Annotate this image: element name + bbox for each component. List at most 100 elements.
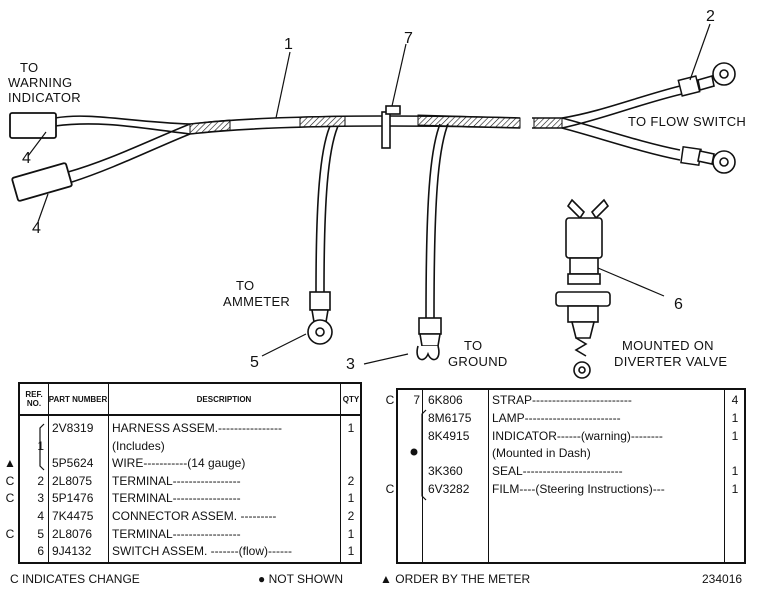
sheath-left <box>189 119 231 135</box>
label-diverter-2: DIVERTER VALVE <box>614 354 728 369</box>
row-desc: FILM----(Steering Instructions)--- <box>492 482 665 496</box>
callout-7: 7 <box>404 30 413 47</box>
table-row: C 5 2L8076 TERMINAL----------------- 1 <box>6 526 360 543</box>
row-desc: TERMINAL----------------- <box>112 491 241 506</box>
row-code: C <box>385 393 395 407</box>
label-warning-indicator-2: WARNING <box>8 75 73 90</box>
row-qty: 1 <box>347 544 355 559</box>
row-desc: LAMP------------------------ <box>492 410 621 425</box>
header-ref: REF. NO. <box>25 390 43 408</box>
callout-5: 5 <box>250 354 259 371</box>
label-warning-indicator-1: TO <box>20 60 39 75</box>
sheath-end <box>533 117 563 129</box>
row-ref: 1 <box>37 438 44 453</box>
row-part: 5P1476 <box>52 491 94 506</box>
ground-fork-terminal <box>416 333 441 361</box>
table-row: (Mounted in Dash) <box>398 445 744 462</box>
row-part: 7K4475 <box>52 509 94 523</box>
row-desc: WIRE-----------(14 gauge) <box>112 456 246 471</box>
row-part: 2V8319 <box>52 421 94 435</box>
label-diverter-1: MOUNTED ON <box>622 338 714 353</box>
row-desc: CONNECTOR ASSEM. --------- <box>112 509 277 523</box>
row-qty: 1 <box>347 526 355 541</box>
figure-number: 234016 <box>702 572 743 586</box>
row-part: 5P5624 <box>52 456 94 471</box>
connector-lower <box>11 162 73 202</box>
callout-4b: 4 <box>32 220 41 237</box>
triangle-icon: ▲ <box>380 572 392 586</box>
parts-table-left: REF. NO. PART NUMBER DESCRIPTION QTY 2V8… <box>4 382 362 564</box>
label-ground-1: TO <box>464 338 483 353</box>
row-ref: 4 <box>37 509 44 523</box>
row-part: 3K360 <box>428 464 463 479</box>
header-qty: QTY <box>342 394 360 404</box>
label-flow-switch: TO FLOW SWITCH <box>628 114 747 129</box>
table-row: C 6V3282 FILM----(Steering Instructions)--… <box>386 481 744 498</box>
row-qty: 2 <box>347 509 355 523</box>
footer-not-shown: ● NOT SHOWN <box>258 572 344 586</box>
row-desc: SEAL------------------------- <box>492 464 623 479</box>
row-part: 2L8076 <box>52 526 93 541</box>
label-ammeter-2: AMMETER <box>223 294 291 309</box>
callout-1: 1 <box>284 36 293 53</box>
callout-4a: 4 <box>22 150 31 167</box>
row-qty: 2 <box>347 473 355 488</box>
header-part: PART NUMBER <box>48 394 108 404</box>
row-qty: 1 <box>731 464 739 479</box>
row-code: C <box>385 482 395 496</box>
table-row: ▲ 5P5624 WIRE-----------(14 gauge) <box>4 455 360 472</box>
callout-3: 3 <box>346 356 355 373</box>
row-ref: 3 <box>37 491 44 506</box>
row-ref: 6 <box>37 544 44 559</box>
header-desc: DESCRIPTION <box>196 394 252 404</box>
row-desc: TERMINAL----------------- <box>112 473 241 488</box>
footer-order-by-meter: ▲ ORDER BY THE METER <box>380 572 531 586</box>
label-ammeter-1: TO <box>236 278 255 293</box>
label-warning-indicator-3: INDICATOR <box>8 90 82 105</box>
leader-lines <box>27 23 711 365</box>
table-row: C 2 2L8075 TERMINAL----------------- 2 <box>6 473 360 490</box>
callout-2: 2 <box>706 8 715 25</box>
row-desc: INDICATOR------(warning)-------- <box>492 428 663 443</box>
row-qty: 1 <box>347 421 355 435</box>
flow-switch <box>555 198 611 379</box>
row-part: 6V3282 <box>428 482 470 496</box>
ring-terminal-lower <box>697 150 736 174</box>
row-code: C <box>5 473 15 488</box>
row-desc: SWITCH ASSEM. -------(flow)------ <box>112 544 292 559</box>
row-desc: (Mounted in Dash) <box>492 446 591 461</box>
row-qty: 1 <box>731 428 739 443</box>
row-qty: 1 <box>731 482 739 496</box>
row-part: 9J4132 <box>52 544 92 559</box>
dot-icon: ● <box>258 572 266 586</box>
sheath-right <box>417 114 521 129</box>
row-desc: HARNESS ASSEM.---------------- <box>112 421 282 435</box>
table-row: 6 9J4132 SWITCH ASSEM. -------(flow)------… <box>20 543 360 560</box>
row-desc: TERMINAL----------------- <box>112 526 241 541</box>
row-code: C <box>5 526 15 541</box>
table-header: REF. NO. PART NUMBER DESCRIPTION QTY <box>20 384 360 416</box>
strap <box>381 105 401 149</box>
row-qty: 4 <box>731 393 739 407</box>
row-desc: STRAP------------------------- <box>492 393 632 407</box>
table-row: 4 7K4475 CONNECTOR ASSEM. --------- 2 <box>20 508 360 525</box>
row-code: ▲ <box>4 456 16 471</box>
row-ref: 2 <box>37 473 44 488</box>
row-qty: 1 <box>731 410 739 425</box>
row-ref: 5 <box>37 526 44 541</box>
ammeter-ring-terminal <box>307 309 333 345</box>
row-desc: (Includes) <box>112 438 165 453</box>
label-ground-2: GROUND <box>448 354 508 369</box>
footer-change-note: C INDICATES CHANGE <box>10 572 140 586</box>
sheath-mid <box>299 115 346 128</box>
row-part: 2L8075 <box>52 473 93 488</box>
table-row: 3K360 SEAL------------------------- 1 <box>398 463 744 480</box>
table-row: 2V8319 HARNESS ASSEM.---------------- 1 <box>20 420 360 437</box>
